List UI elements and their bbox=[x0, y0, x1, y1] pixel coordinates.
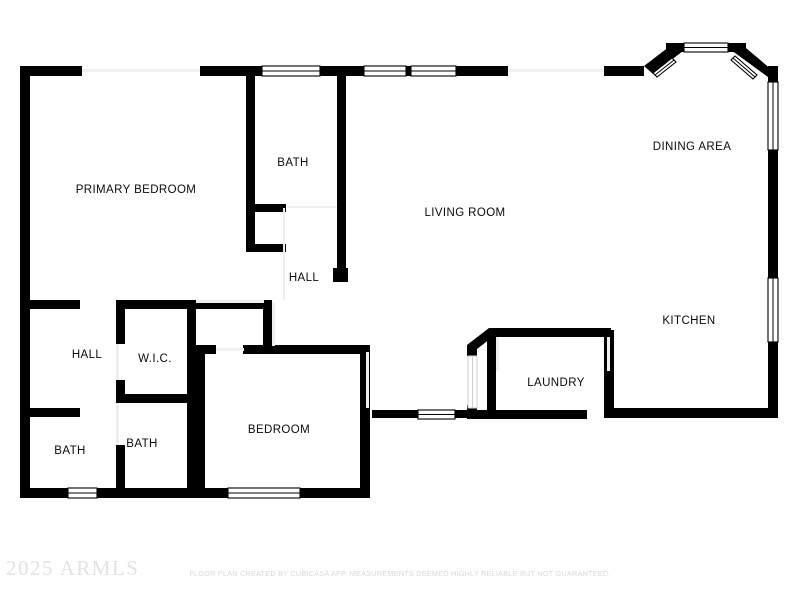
exterior-walls bbox=[20, 43, 778, 498]
window-bay-center bbox=[683, 42, 729, 53]
window-living-room-band bbox=[363, 65, 464, 77]
wall-kitchen-bottom bbox=[604, 408, 778, 418]
wall-bay-right-diagonal bbox=[731, 43, 772, 80]
wall-bedroom-left bbox=[196, 345, 205, 498]
wall-bedroom-left-upper bbox=[263, 300, 272, 350]
wall-wic-left-lower bbox=[116, 380, 125, 402]
wall-wic-right bbox=[187, 300, 196, 498]
wall-hall-post bbox=[333, 268, 348, 282]
wall-right-mid bbox=[768, 150, 778, 278]
wall-bedroom-right bbox=[360, 345, 370, 498]
window-bath-bottom bbox=[67, 487, 98, 499]
room-label-hall-upper: HALL bbox=[289, 272, 320, 284]
wall-bath-right bbox=[337, 76, 346, 276]
wall-bath-bottom-left bbox=[246, 204, 286, 212]
door-opening-hall-lower bbox=[196, 300, 264, 303]
wall-top-seg6 bbox=[604, 66, 644, 76]
wall-top-opening-right bbox=[508, 69, 604, 72]
wall-bath-left bbox=[246, 66, 255, 251]
door-opening-wic-right bbox=[272, 302, 275, 346]
wall-hall-lower-top bbox=[30, 300, 80, 309]
window-bedroom-bottom bbox=[227, 487, 301, 499]
room-label-hall-lower: HALL bbox=[72, 349, 103, 361]
window-laundry-left bbox=[467, 355, 478, 409]
room-label-wic: W.I.C. bbox=[138, 353, 172, 365]
watermark-armls: 2025 ARMLS bbox=[6, 556, 140, 580]
wall-left-exterior bbox=[20, 66, 30, 498]
room-label-bath-primary: BATH bbox=[277, 157, 308, 169]
wall-closet-bottom bbox=[246, 244, 286, 252]
room-labels: PRIMARY BEDROOM BATH HALL HALL W.I.C. BA… bbox=[54, 141, 731, 457]
door-opening-hall-upper bbox=[283, 252, 285, 300]
wall-top-opening-left bbox=[82, 69, 200, 72]
room-label-bath-hall: BATH bbox=[54, 445, 85, 457]
door-opening-wic bbox=[116, 344, 119, 380]
wall-bottom-seg2 bbox=[97, 488, 228, 498]
wall-bedroom-top-right bbox=[270, 345, 370, 354]
wall-bath-secondary-left bbox=[116, 445, 125, 498]
door-opening-bath-secondary bbox=[116, 403, 119, 445]
room-label-kitchen: KITCHEN bbox=[662, 315, 715, 327]
wall-bay-corner-left bbox=[666, 43, 684, 52]
room-label-bedroom: BEDROOM bbox=[248, 424, 310, 436]
window-top-bath bbox=[261, 65, 321, 77]
wall-right-lower bbox=[768, 342, 778, 418]
window-bay-left bbox=[652, 57, 677, 78]
wall-hall-to-laundry-2 bbox=[455, 410, 475, 418]
window-hall-center bbox=[417, 409, 456, 420]
wall-wic-left-upper bbox=[116, 300, 125, 344]
windows bbox=[67, 42, 779, 499]
wall-hall-to-laundry bbox=[372, 410, 418, 418]
wall-wic-bottom bbox=[116, 394, 196, 403]
wall-bottom-seg1 bbox=[20, 488, 68, 498]
wall-bedroom-top-stub-left bbox=[196, 345, 216, 354]
window-dining-right bbox=[767, 81, 779, 151]
wall-laundry-bottom bbox=[467, 410, 587, 419]
door-opening-bath bbox=[287, 206, 337, 208]
room-label-dining-area: DINING AREA bbox=[653, 141, 732, 153]
interior-walls bbox=[30, 66, 348, 498]
wall-right-top bbox=[768, 66, 778, 82]
wall-top-seg2 bbox=[200, 66, 262, 76]
wall-laundry-divider bbox=[487, 337, 496, 419]
wall-laundry-right-lower bbox=[605, 370, 614, 418]
wall-laundry-diagonal bbox=[467, 328, 495, 356]
wall-top-seg3 bbox=[320, 66, 346, 76]
door-opening-bedroom-right bbox=[366, 352, 369, 408]
room-label-living-room: LIVING ROOM bbox=[424, 207, 505, 219]
room-label-bath-secondary: BATH bbox=[126, 438, 157, 450]
room-label-laundry: LAUNDRY bbox=[527, 377, 585, 389]
wall-top-left bbox=[20, 66, 82, 76]
wall-bedroom-top-stub-right bbox=[243, 345, 272, 354]
door-opening-closet bbox=[283, 208, 285, 252]
disclaimer-text: FLOOR PLAN CREATED BY CUBICASA APP. MEAS… bbox=[189, 569, 611, 578]
wall-bottom-seg3 bbox=[300, 488, 370, 498]
door-opening-bedroom bbox=[216, 348, 244, 351]
wall-laundry-top bbox=[489, 328, 611, 337]
room-label-primary-bedroom: PRIMARY BEDROOM bbox=[76, 184, 197, 196]
wall-top-seg4 bbox=[346, 66, 364, 76]
door-opening-laundry-left bbox=[496, 337, 499, 371]
wall-hall-lower-bottom bbox=[30, 408, 80, 417]
door-opening-laundry-right bbox=[607, 337, 610, 371]
wall-top-seg5 bbox=[464, 66, 508, 76]
window-bay-right bbox=[730, 55, 758, 80]
window-kitchen-right bbox=[767, 277, 779, 343]
